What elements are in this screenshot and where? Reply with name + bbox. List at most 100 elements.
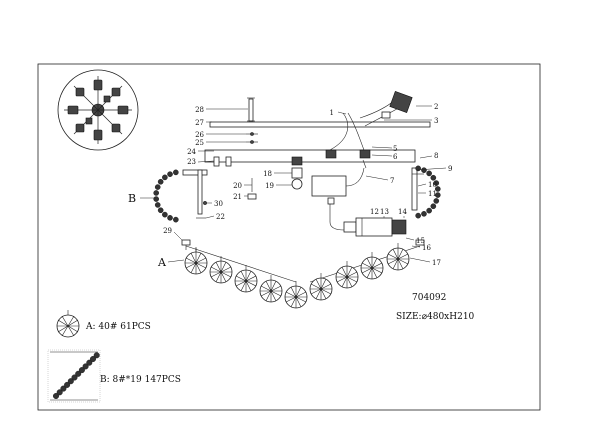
bead-strand-b-left (153, 169, 179, 223)
callout-27: 27 (195, 119, 204, 127)
strand-bead (435, 192, 441, 198)
bulb-socket-part (291, 167, 303, 190)
callout-2: 2 (434, 103, 438, 111)
legend-bead (75, 370, 82, 377)
strand-bead (415, 212, 421, 219)
label-b: B (128, 192, 136, 205)
screw-hardware-part (246, 132, 258, 144)
strand-bead (433, 180, 440, 186)
callout-26: 26 (195, 131, 204, 139)
callout-8: 8 (434, 152, 438, 160)
crystal-ball (335, 261, 359, 289)
callout-9: 9 (448, 165, 452, 173)
legend-bead (78, 367, 85, 374)
strand-bead (167, 215, 173, 221)
crystal-facets (210, 261, 232, 283)
strand-bead (430, 203, 437, 210)
callout-5: 5 (393, 145, 397, 153)
crystal-facets (285, 286, 307, 308)
strand-bead (173, 169, 179, 176)
strand-bead (173, 216, 179, 223)
crystal-ball (184, 247, 208, 275)
strand-bead (162, 174, 168, 181)
legend-bead (67, 378, 74, 385)
callout-22: 22 (216, 213, 225, 221)
strand-bead (153, 190, 159, 196)
strand-bead (430, 174, 437, 181)
strand-bead (426, 170, 432, 177)
mounting-bar-part (209, 121, 431, 128)
label-a: A (157, 256, 167, 269)
legend-bead (93, 352, 100, 359)
strand-bead (154, 184, 161, 190)
legend-bead (56, 389, 63, 396)
callout-numbers: 1 2 3 8 9 5 6 7 10 11 12 13 14 15 16 17 … (163, 103, 452, 267)
right-bracket-part (411, 167, 424, 211)
crystal-facets (185, 252, 207, 274)
callout-17: 17 (432, 259, 441, 267)
legend-b-icon (47, 349, 101, 403)
crystal-facets (361, 257, 383, 279)
callout-15: 15 (416, 237, 425, 245)
crystal-balls-a (184, 243, 410, 309)
callout-13: 13 (380, 208, 389, 216)
callout-23: 23 (187, 158, 196, 166)
crystal-facets (235, 270, 257, 292)
strand-bead (157, 207, 164, 214)
callout-20: 20 (233, 182, 242, 190)
legend-bead (86, 359, 93, 366)
legend-bead (53, 393, 60, 400)
callout-6: 6 (393, 153, 398, 161)
legend-a-icon (56, 310, 80, 338)
callout-30: 30 (214, 200, 223, 208)
callout-18: 18 (263, 170, 272, 178)
driver-box-part (311, 159, 367, 197)
transformer-part (327, 197, 407, 237)
strand-bead (167, 171, 173, 177)
callout-10: 10 (428, 181, 437, 189)
callout-14: 14 (398, 208, 407, 216)
legend-b-text: B: 8#*19 147PCS (100, 375, 181, 385)
callout-24: 24 (187, 148, 196, 156)
callout-3: 3 (434, 117, 438, 125)
callout-19: 19 (265, 182, 274, 190)
legend-bead (60, 385, 67, 392)
strand-bead (426, 207, 432, 214)
callout-16: 16 (422, 244, 431, 252)
strand-bead (433, 198, 440, 204)
callout-29: 29 (163, 227, 172, 235)
callout-25: 25 (195, 139, 204, 147)
crystal-ball (386, 243, 410, 271)
crystal-ball (284, 281, 308, 309)
crystal-ball (259, 275, 283, 303)
strand-bead (157, 178, 164, 185)
callout-28: 28 (195, 106, 204, 114)
fixture-frame-part (204, 149, 416, 167)
strand-bead (435, 186, 441, 192)
center-stem-part (247, 178, 257, 200)
legend-bead (71, 374, 78, 381)
strand-bead (162, 211, 168, 218)
hook-hardware-part (196, 201, 207, 219)
top-view-illustration (57, 69, 139, 151)
crystal-facets (310, 278, 332, 300)
callout-11: 11 (428, 190, 437, 198)
callout-21: 21 (233, 193, 242, 201)
crystal-facets (387, 248, 409, 270)
strand-bead (154, 202, 161, 208)
callout-7: 7 (390, 177, 394, 185)
legend-a-text: A: 40# 61PCS (85, 322, 151, 332)
strand-bead (153, 196, 159, 202)
legend-bead (89, 356, 96, 363)
strand-bead (421, 211, 427, 217)
bead-strand-b-right (415, 165, 441, 219)
terminal-connector-part (329, 91, 413, 151)
legend-bead (64, 381, 71, 388)
crystal-ball (360, 252, 384, 280)
canopy-rod-part (247, 97, 255, 122)
crystal-ball (209, 256, 233, 284)
crystal-ball (234, 265, 258, 293)
legend-bead (82, 363, 89, 370)
crystal-facets (336, 266, 358, 288)
